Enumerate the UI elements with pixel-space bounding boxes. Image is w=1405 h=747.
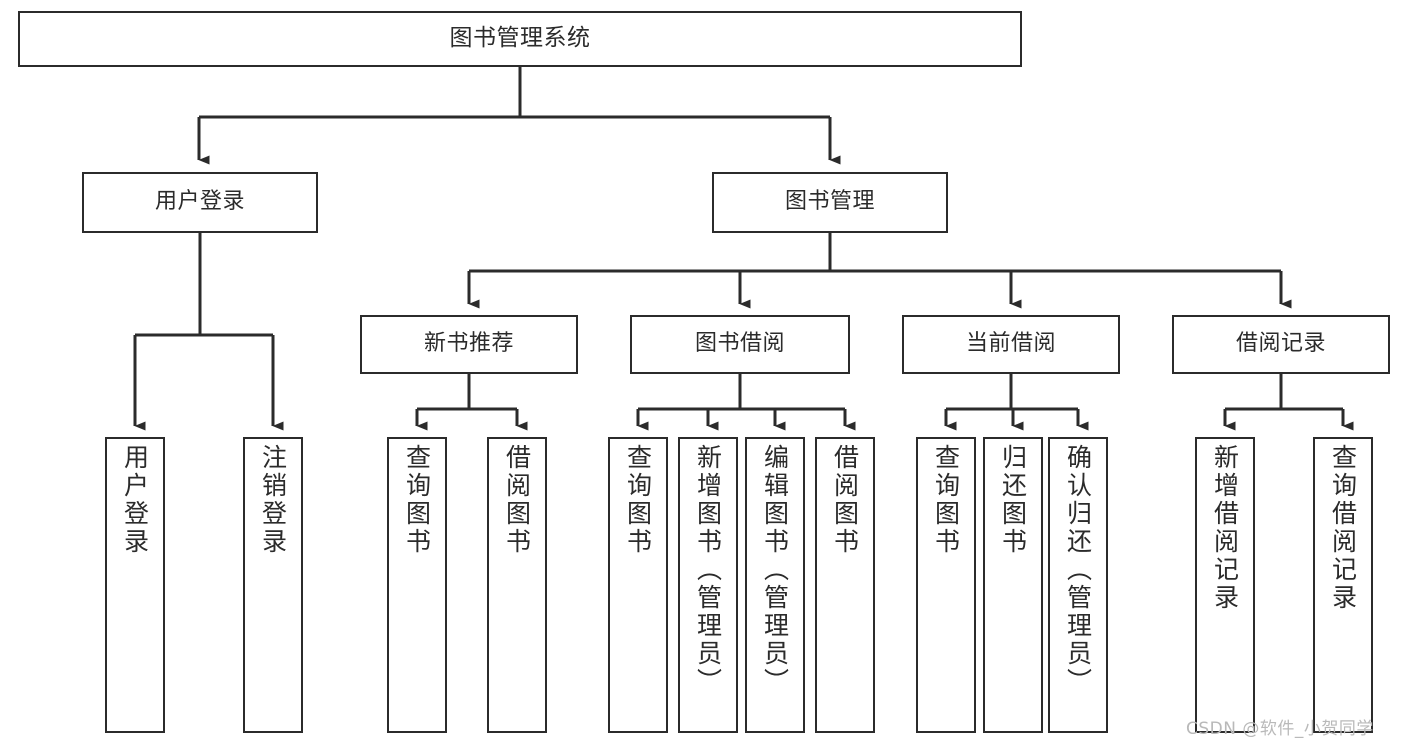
node-label: 借阅图书 bbox=[830, 444, 860, 556]
node-label: 查询图书 bbox=[402, 444, 432, 556]
node-label: 确认归还（管理员） bbox=[1063, 444, 1093, 696]
node-label: 新增借阅记录 bbox=[1210, 444, 1240, 612]
node-label: 借阅记录 bbox=[1235, 331, 1326, 357]
node-leaf-borrow-book-2[interactable]: 借阅图书 bbox=[815, 437, 875, 733]
node-leaf-user-login[interactable]: 用户登录 bbox=[105, 437, 165, 733]
node-label: 图书管理 bbox=[784, 189, 875, 215]
node-label: 注销登录 bbox=[258, 444, 288, 556]
node-leaf-query-book-3[interactable]: 查询图书 bbox=[916, 437, 976, 733]
node-leaf-edit-book[interactable]: 编辑图书（管理员） bbox=[745, 437, 805, 733]
node-label: 新书推荐 bbox=[423, 331, 514, 357]
node-leaf-confirm-return[interactable]: 确认归还（管理员） bbox=[1048, 437, 1108, 733]
node-label: 查询借阅记录 bbox=[1328, 444, 1358, 612]
node-root-system[interactable]: 图书管理系统 bbox=[18, 11, 1022, 67]
node-label: 新增图书（管理员） bbox=[693, 444, 723, 696]
node-label: 归还图书 bbox=[998, 444, 1028, 556]
node-label: 查询图书 bbox=[931, 444, 961, 556]
node-borrow-record[interactable]: 借阅记录 bbox=[1172, 315, 1390, 374]
node-new-book-recommend[interactable]: 新书推荐 bbox=[360, 315, 578, 374]
node-label: 用户登录 bbox=[154, 189, 245, 215]
node-leaf-logout[interactable]: 注销登录 bbox=[243, 437, 303, 733]
node-label: 图书管理系统 bbox=[449, 25, 591, 52]
node-leaf-borrow-book-1[interactable]: 借阅图书 bbox=[487, 437, 547, 733]
node-leaf-add-record[interactable]: 新增借阅记录 bbox=[1195, 437, 1255, 733]
node-current-borrow[interactable]: 当前借阅 bbox=[902, 315, 1120, 374]
node-label: 当前借阅 bbox=[965, 331, 1056, 357]
node-leaf-query-book-1[interactable]: 查询图书 bbox=[387, 437, 447, 733]
node-book-management[interactable]: 图书管理 bbox=[712, 172, 948, 233]
csdn-watermark: CSDN @软件_小贺同学 bbox=[1186, 719, 1374, 739]
node-user-login[interactable]: 用户登录 bbox=[82, 172, 318, 233]
node-label: 图书借阅 bbox=[694, 331, 785, 357]
node-leaf-add-book[interactable]: 新增图书（管理员） bbox=[678, 437, 738, 733]
node-label: 查询图书 bbox=[623, 444, 653, 556]
node-leaf-return-book[interactable]: 归还图书 bbox=[983, 437, 1043, 733]
node-label: 用户登录 bbox=[120, 444, 150, 556]
node-leaf-query-book-2[interactable]: 查询图书 bbox=[608, 437, 668, 733]
node-label: 借阅图书 bbox=[502, 444, 532, 556]
node-label: 编辑图书（管理员） bbox=[760, 444, 790, 696]
node-book-borrow[interactable]: 图书借阅 bbox=[630, 315, 850, 374]
node-leaf-query-record[interactable]: 查询借阅记录 bbox=[1313, 437, 1373, 733]
